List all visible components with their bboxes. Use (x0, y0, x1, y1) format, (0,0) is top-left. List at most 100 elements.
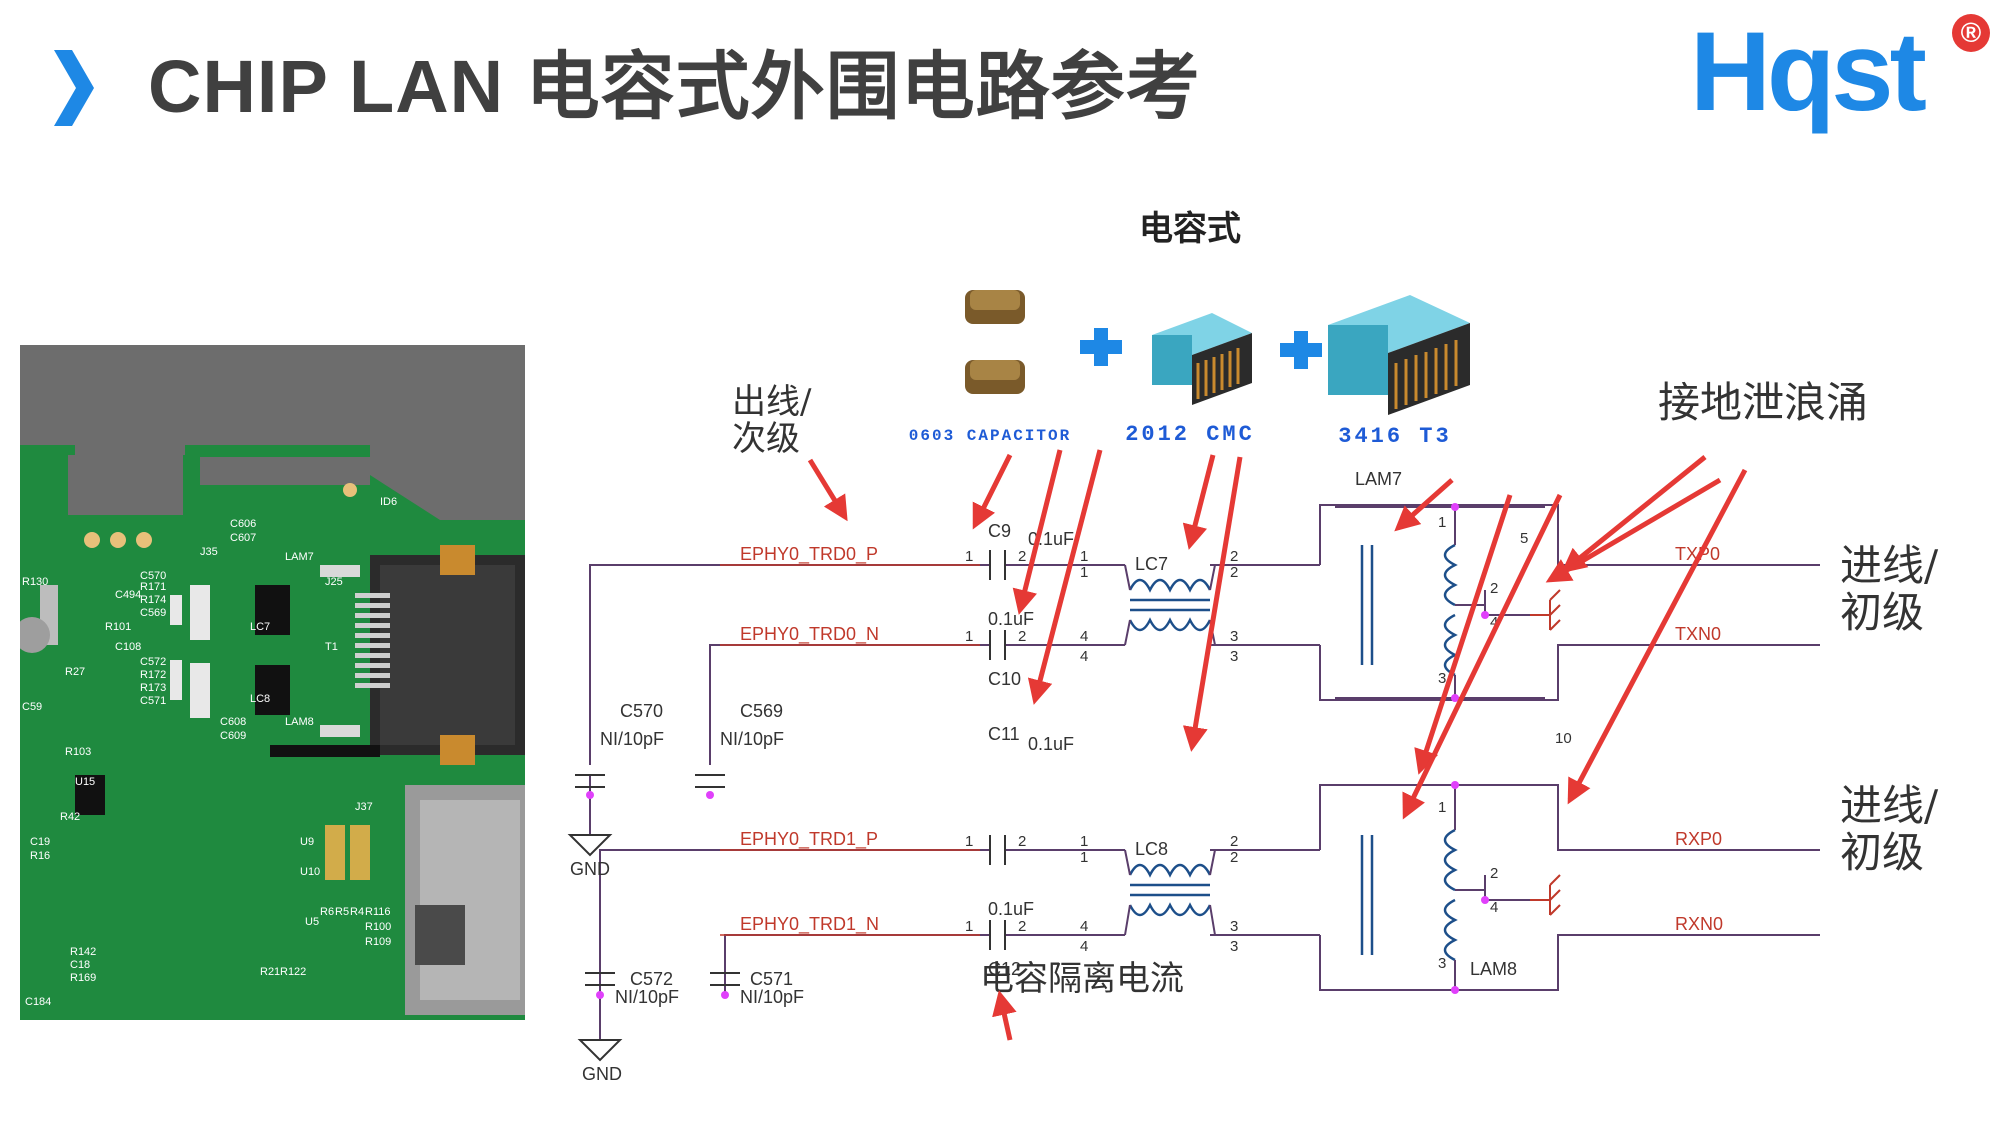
part-value: 0.1uF (988, 609, 1034, 629)
gold-pads (325, 825, 370, 880)
silk-label: C570 (140, 570, 166, 582)
pin-number: 4 (1080, 628, 1088, 645)
net-label: EPHY0_TRD0_P (740, 544, 878, 565)
pin-number: 1 (965, 833, 973, 850)
silk-label: C609 (220, 730, 246, 742)
silk-label: R169 (70, 972, 96, 984)
cmc-coils (1128, 578, 1212, 917)
silk-label: R109 (365, 936, 391, 948)
part-value: NI/10pF (615, 987, 679, 1007)
silk-label: R4 (350, 906, 364, 918)
silk-label: J35 (200, 546, 218, 558)
part-value: NI/10pF (720, 729, 784, 749)
annotation-primary-bottom-line1: 进线/ (1840, 781, 1939, 830)
component-label-cmc: 2012 CMC (1125, 422, 1255, 447)
capacitor-0603-icon (965, 290, 1025, 394)
net-label: RXN0 (1675, 914, 1723, 934)
part-label: C569 (740, 701, 783, 721)
silk-label: C572 (140, 656, 166, 668)
silk-label: R16 (30, 850, 50, 862)
pin-number: 4 (1490, 614, 1498, 631)
pin-number: 4 (1080, 938, 1088, 955)
silk-label: LAM7 (285, 551, 314, 563)
pin-number: 2 (1018, 918, 1026, 935)
net-label: TXN0 (1675, 624, 1721, 644)
hdmi-connector (405, 785, 525, 1015)
pin-numbers: 1 2 1 2 1 2 1 2 1 1 2 2 4 4 3 3 1 1 2 2 … (965, 514, 1572, 972)
silk-label: U9 (300, 836, 314, 848)
part-label: C10 (988, 669, 1021, 689)
pin-number: 5 (1520, 530, 1528, 547)
pin-number: 3 (1438, 955, 1446, 972)
plus-icon (1080, 328, 1122, 366)
part-label: LC8 (1135, 839, 1168, 859)
pin-number: 2 (1230, 833, 1238, 850)
series-capacitors (989, 550, 1006, 950)
silk-label: C19 (30, 836, 50, 848)
silk-label: R5 (335, 906, 349, 918)
transformer-leads (1454, 507, 1485, 990)
net-label: EPHY0_TRD1_P (740, 829, 878, 850)
part-value: 0.1uF (988, 899, 1034, 919)
diagram-heading: 电容式 (1139, 210, 1241, 248)
red-arrows (807, 449, 1748, 1041)
pin-number: 10 (1555, 730, 1572, 747)
pin-number: 2 (1018, 548, 1026, 565)
pcb-photo: R130 C494 R171 R174 C569 C570 R27 C108 R… (20, 345, 525, 1020)
net-label: EPHY0_TRD1_N (740, 914, 879, 935)
gnd-label: GND (570, 859, 610, 879)
annotation-primary-top-line1: 进线/ (1840, 541, 1939, 590)
annotation-primary-bottom-line2: 初级 (1840, 828, 1924, 877)
silk-label: R130 (22, 576, 48, 588)
part-label: C571 (750, 969, 793, 989)
part-label: C9 (988, 521, 1011, 541)
silk-label: R173 (140, 682, 166, 694)
annotation-secondary-line2: 次级 (732, 419, 800, 459)
pin-number: 2 (1230, 564, 1238, 581)
silk-label: R101 (105, 621, 131, 633)
part-value: 0.1uF (1028, 734, 1074, 754)
net-lines-red (720, 564, 980, 936)
silk-label: C494 (115, 589, 141, 601)
gnd-label: GND (582, 1064, 622, 1084)
pin-number: 1 (1438, 799, 1446, 816)
silk-label: C18 (70, 959, 90, 971)
pin-number: 2 (1490, 865, 1498, 882)
silk-label: R171 (140, 581, 166, 593)
pin-number: 1 (1080, 564, 1088, 581)
silk-label: R116 (365, 906, 390, 918)
ics (75, 585, 380, 815)
silk-label: R21 (260, 966, 280, 978)
silk-label: LC8 (250, 693, 270, 705)
net-labels: EPHY0_TRD0_P EPHY0_TRD0_N EPHY0_TRD1_P E… (740, 544, 1723, 935)
part-label: C12 (988, 959, 1021, 979)
part-value: NI/10pF (600, 729, 664, 749)
pin-number: 3 (1230, 648, 1238, 665)
part-label: LAM8 (1470, 959, 1517, 979)
silk-label: T1 (325, 641, 338, 653)
pin-number: 1 (965, 918, 973, 935)
silk-label: C569 (140, 607, 166, 619)
silk-label: J25 (325, 576, 343, 588)
pin-number: 2 (1018, 628, 1026, 645)
silk-label: R103 (65, 746, 91, 758)
silk-label: R174 (140, 594, 166, 606)
silk-label: C606 (230, 518, 256, 530)
annotation-primary-top-line2: 初级 (1840, 588, 1924, 637)
rj45-connector (370, 545, 525, 765)
silk-label: R122 (280, 966, 306, 978)
pin-number: 2 (1230, 849, 1238, 866)
part-value: NI/10pF (740, 987, 804, 1007)
net-label: TXP0 (1675, 544, 1720, 564)
pin-number: 4 (1080, 918, 1088, 935)
ground-symbol-icon (567, 834, 623, 1062)
shunt-capacitors (575, 774, 740, 986)
smd-pads (20, 585, 210, 718)
silk-label: U10 (300, 866, 320, 878)
connector-pins (355, 593, 390, 688)
silk-label: R6 (320, 906, 334, 918)
schematic-diagram: 电容式 0603 CAPACITOR 2012 CMC 34 (567, 210, 1939, 1084)
silk-label: C184 (25, 996, 51, 1008)
pin-number: 1 (1438, 514, 1446, 531)
silk-label: C108 (115, 641, 141, 653)
